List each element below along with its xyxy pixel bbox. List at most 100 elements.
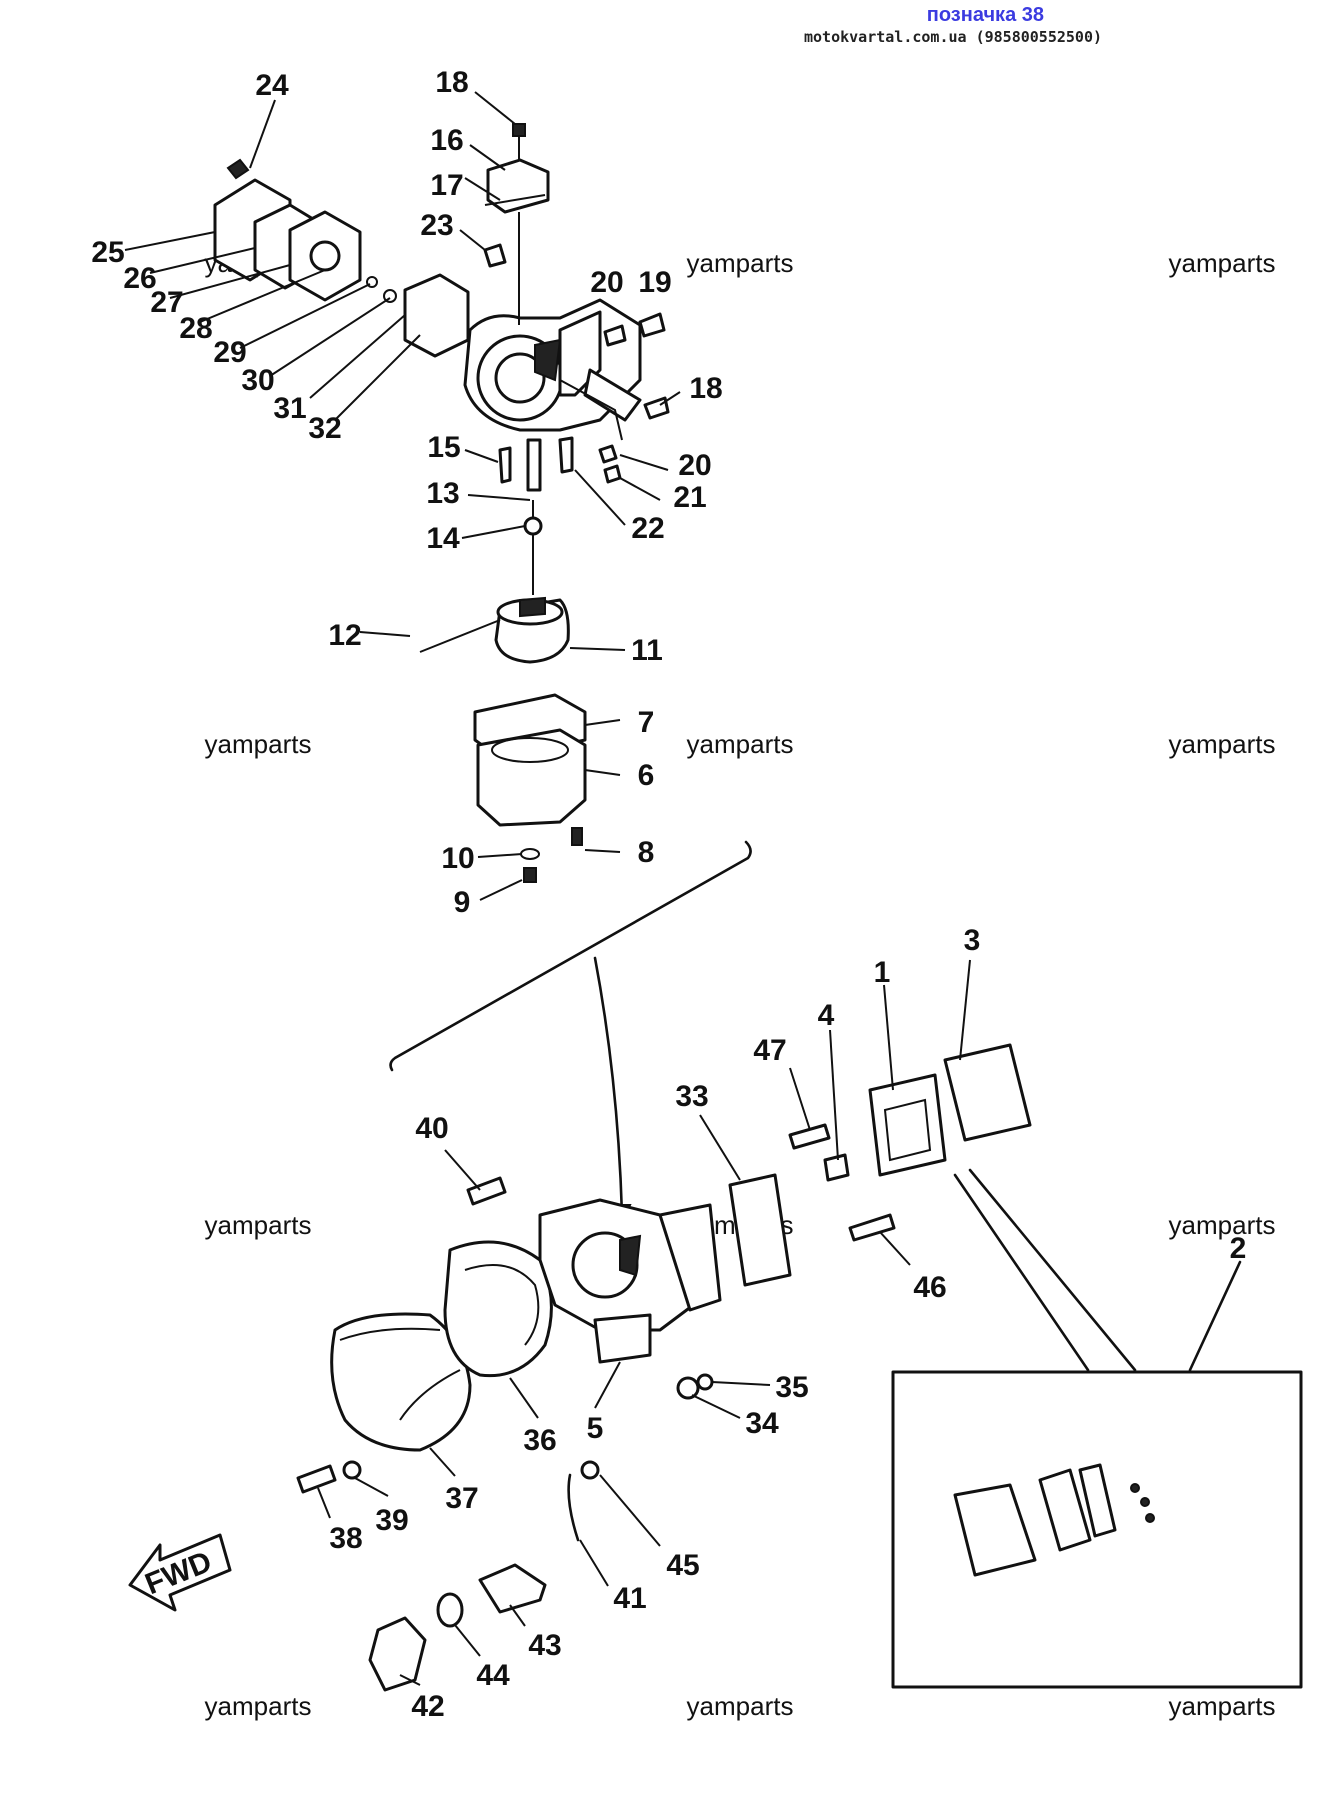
part-number-13: 13 xyxy=(426,477,459,510)
leader-25 xyxy=(124,231,216,251)
lower-carb-side xyxy=(658,1203,722,1312)
cap-cover xyxy=(486,158,550,214)
part-number-21: 21 xyxy=(673,481,706,514)
leader-lines xyxy=(124,91,971,1686)
part-number-31: 31 xyxy=(273,392,306,425)
inset-screw xyxy=(1145,1513,1155,1523)
part-number-4: 4 xyxy=(818,999,835,1032)
cap-gasket xyxy=(484,194,546,206)
part-number-16: 16 xyxy=(430,124,463,157)
leader-27 xyxy=(169,264,291,299)
leader-17 xyxy=(464,177,501,201)
pump-port xyxy=(309,240,341,272)
watermark: yamparts xyxy=(1169,729,1276,759)
spring xyxy=(598,444,618,464)
hose-clamp xyxy=(580,1460,600,1480)
float-assembly xyxy=(419,596,570,664)
check-valve xyxy=(366,276,378,288)
stud-lower xyxy=(848,1213,896,1242)
inset-screw xyxy=(1140,1497,1150,1507)
leader-34 xyxy=(691,1394,741,1419)
inset-leader xyxy=(1188,1260,1242,1372)
carburetor-body xyxy=(463,298,642,441)
nut xyxy=(676,1376,700,1400)
leader-8 xyxy=(584,849,621,853)
throttle-lever xyxy=(583,368,642,422)
assembly-arrow-line xyxy=(593,956,624,1217)
part-number-22: 22 xyxy=(631,512,664,545)
part-number-5: 5 xyxy=(587,1412,604,1445)
watermark: yamparts xyxy=(687,1691,794,1721)
leader-36 xyxy=(509,1377,539,1419)
part-number-9: 9 xyxy=(454,886,471,919)
leader-41 xyxy=(579,1539,609,1587)
part-number-3: 3 xyxy=(964,924,981,957)
lower-throttle-shadow xyxy=(619,1234,642,1277)
leader-10 xyxy=(477,853,523,858)
part-number-43: 43 xyxy=(528,1629,561,1662)
drain-screw xyxy=(558,436,574,474)
leader-44 xyxy=(454,1624,481,1657)
main-jet xyxy=(523,516,543,536)
lower-float-bowl xyxy=(593,1313,652,1364)
inset-reed-petal xyxy=(1038,1468,1092,1552)
bowl-rim xyxy=(491,737,569,763)
intake-lower-assembly: FWD xyxy=(128,1043,1032,1692)
part-number-20: 20 xyxy=(590,266,623,299)
leader-7 xyxy=(584,719,621,726)
part-number-18b: 18 xyxy=(689,372,722,405)
fuel-hose xyxy=(567,1473,580,1542)
part-number-7: 7 xyxy=(638,706,655,739)
assembly-indicator xyxy=(389,840,752,1225)
part-number-46: 46 xyxy=(913,1271,946,1304)
leader-28 xyxy=(199,269,326,323)
part-number-47: 47 xyxy=(753,1034,786,1067)
float-bowl-assembly xyxy=(473,693,587,883)
silencer-plate-rib xyxy=(464,1264,540,1346)
watermark: yamparts xyxy=(1169,1691,1276,1721)
leader-40 xyxy=(444,1149,481,1191)
leader-24 xyxy=(249,99,276,169)
pilot-jet xyxy=(603,324,627,347)
leader-35 xyxy=(711,1381,771,1386)
leader-45 xyxy=(599,1474,661,1547)
part-number-41: 41 xyxy=(613,1582,646,1615)
part-number-42: 42 xyxy=(411,1690,444,1723)
leader-14 xyxy=(461,525,526,539)
silencer-cover-seam xyxy=(399,1369,461,1421)
leader-18b xyxy=(659,391,681,406)
throttle-shaft-shadow xyxy=(534,338,562,382)
reed-valve-body xyxy=(868,1073,947,1177)
leader-47 xyxy=(789,1067,811,1131)
fuel-joint xyxy=(478,1563,547,1614)
leader-46 xyxy=(879,1231,911,1266)
watermark: yamparts xyxy=(687,248,794,278)
part-number-35: 35 xyxy=(775,1371,808,1404)
leader-3 xyxy=(959,959,971,1061)
leader-1 xyxy=(883,984,894,1091)
washer xyxy=(603,464,622,484)
part-number-40: 40 xyxy=(415,1112,448,1145)
watermark: yamparts xyxy=(1169,248,1276,278)
fuel-joint-clip xyxy=(436,1592,464,1628)
leader-4 xyxy=(829,1029,839,1161)
part-number-2: 2 xyxy=(1230,1232,1247,1265)
part-number-11: 11 xyxy=(631,634,663,667)
leader-13 xyxy=(467,494,531,501)
part-number-39: 39 xyxy=(375,1504,408,1537)
watermark: yamparts xyxy=(205,729,312,759)
part-number-26: 26 xyxy=(123,262,156,295)
inset-reed-body xyxy=(953,1483,1037,1577)
part-number-25: 25 xyxy=(91,236,124,269)
part-number-33: 33 xyxy=(675,1080,708,1113)
leader-39 xyxy=(354,1477,389,1497)
leader-31 xyxy=(309,314,406,399)
watermark: yamparts xyxy=(205,1210,312,1240)
jets-and-screws xyxy=(483,243,670,595)
float-pin xyxy=(419,619,501,653)
part-number-17: 17 xyxy=(430,169,463,202)
leader-12 xyxy=(359,631,411,637)
site-credit: motokvartal.com.ua (985800552500) xyxy=(803,28,1102,46)
inset-reed-stopper xyxy=(1078,1463,1117,1538)
inset-screw xyxy=(1130,1483,1140,1493)
